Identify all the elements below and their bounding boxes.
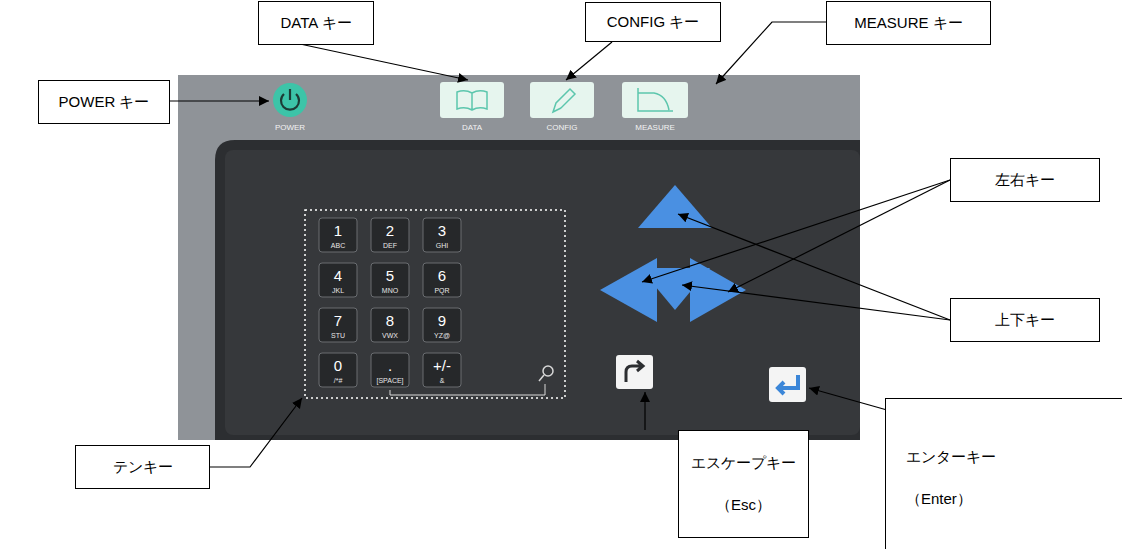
key-digit: 4	[334, 268, 342, 283]
tenkey-keys	[319, 218, 461, 387]
tenkey-dotted-frame	[305, 210, 565, 398]
callout-box: エスケープキー （Esc）	[678, 430, 809, 538]
callout-text: エンターキー （Enter）	[906, 436, 1008, 520]
keypad-area	[225, 150, 860, 435]
callout-box: 左右キー	[950, 158, 1100, 202]
magnifier-icon	[539, 366, 553, 381]
key-letters: &	[440, 377, 445, 384]
key-letters: YZ@	[434, 332, 450, 339]
callout-text: 上下キー	[995, 311, 1055, 330]
callout-box: CONFIG キー	[585, 2, 721, 42]
data-button	[440, 82, 504, 118]
key-bracket	[390, 384, 545, 395]
key-letters: MNO	[382, 287, 398, 294]
callout-box: エンターキー （Enter）	[885, 398, 1122, 549]
key-letters: STU	[331, 332, 345, 339]
esc-icon	[626, 361, 643, 382]
key-digit: 5	[386, 268, 394, 283]
book-icon	[457, 91, 487, 110]
callout-text: POWER キー	[59, 93, 150, 112]
key-digit: 0	[334, 358, 342, 373]
button-label: POWER	[275, 124, 305, 132]
key-letters: [SPACE]	[376, 377, 403, 384]
button-label: MEASURE	[635, 124, 675, 132]
callout-text: 左右キー	[995, 171, 1055, 190]
key-letters: PQR	[434, 287, 449, 294]
key-digit: 6	[438, 268, 446, 283]
config-button	[530, 82, 594, 118]
enter-key	[769, 367, 806, 402]
button-label: DATA	[462, 124, 482, 132]
key-letters: /*#	[334, 377, 343, 384]
panel-dark-area	[215, 140, 860, 440]
key-digit: 9	[438, 313, 446, 328]
panel-housing	[178, 75, 860, 440]
key-digit: 2	[386, 223, 394, 238]
key-digit: 8	[386, 313, 394, 328]
callout-box: テンキー	[75, 445, 210, 489]
key-letters: JKL	[332, 287, 344, 294]
curve-icon	[638, 88, 673, 111]
key-letters: GHI	[436, 242, 448, 249]
power-button	[273, 83, 307, 117]
button-label: CONFIG	[546, 124, 577, 132]
callout-text: エスケープキー （Esc）	[688, 442, 799, 526]
enter-icon	[778, 375, 798, 394]
key-letters: DEF	[383, 242, 397, 249]
key-digit: 3	[438, 223, 446, 238]
callout-box: POWER キー	[38, 80, 170, 124]
callout-box: DATA キー	[258, 1, 374, 45]
callout-text: MEASURE キー	[854, 14, 962, 33]
power-icon	[281, 89, 299, 110]
key-digit: 7	[334, 313, 342, 328]
callout-box: MEASURE キー	[826, 1, 991, 45]
leader-lines	[170, 22, 950, 467]
callout-box: 上下キー	[950, 298, 1100, 342]
callout-text: テンキー	[113, 458, 173, 477]
key-digit: +/-	[433, 358, 451, 373]
key-digit: 1	[334, 223, 342, 238]
pencil-icon	[553, 89, 575, 112]
key-letters: VWX	[382, 332, 398, 339]
key-letters: ABC	[331, 242, 345, 249]
esc-key	[616, 355, 653, 389]
callout-text: CONFIG キー	[607, 13, 700, 32]
key-digit: .	[388, 358, 392, 373]
callout-text: DATA キー	[280, 14, 351, 33]
measure-button	[622, 82, 688, 118]
arrow-keys	[600, 185, 746, 322]
